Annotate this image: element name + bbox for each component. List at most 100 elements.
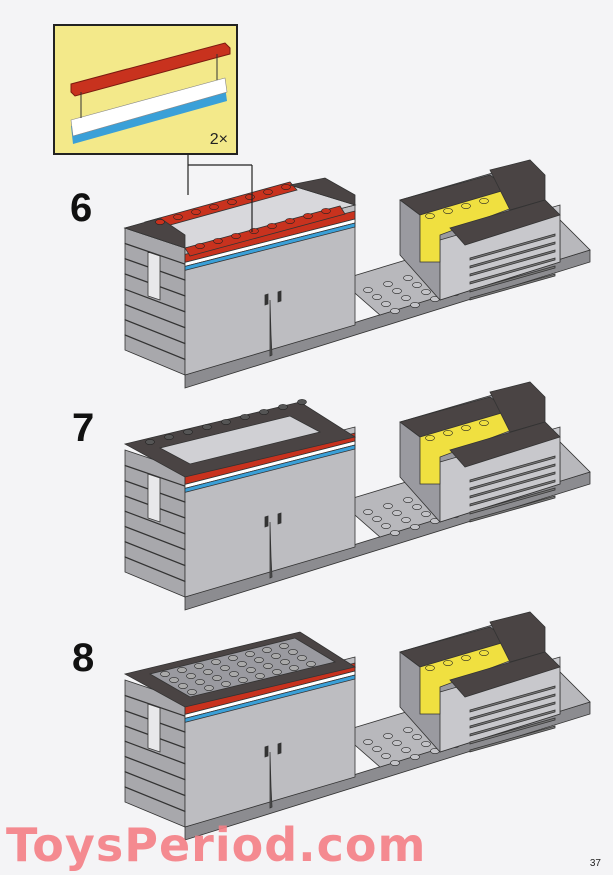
stud: [392, 288, 402, 294]
stud: [249, 228, 259, 234]
grille-line: [469, 495, 556, 523]
seat-side-bar: [449, 421, 561, 468]
grille-line: [469, 471, 556, 499]
stud: [267, 223, 277, 229]
stud: [272, 669, 282, 675]
model-step: [123, 159, 591, 389]
stud: [383, 733, 393, 739]
grille-line: [469, 725, 556, 753]
stud: [245, 194, 255, 200]
seat-armrest: [489, 381, 546, 433]
grille-line: [469, 479, 556, 507]
door-handle: [277, 512, 282, 525]
stud: [403, 727, 413, 733]
door-handle: [277, 290, 282, 303]
stud: [425, 665, 435, 671]
corner-plate: [289, 177, 356, 206]
stud: [238, 677, 248, 683]
step-number: 6: [70, 186, 93, 230]
stud: [288, 649, 298, 655]
stud: [255, 673, 265, 679]
stud: [381, 301, 391, 307]
stud: [403, 497, 413, 503]
stud: [401, 747, 411, 753]
window: [147, 473, 161, 523]
stud: [221, 681, 231, 687]
seat-armrest: [489, 611, 546, 663]
brick-line: [124, 540, 186, 567]
stud: [412, 282, 422, 288]
brick-line: [124, 740, 186, 765]
stud: [240, 414, 250, 420]
grille-line: [469, 685, 556, 713]
stud: [263, 663, 273, 669]
brick-line: [124, 556, 186, 583]
stud: [202, 424, 212, 430]
stud: [263, 189, 273, 195]
grille-line: [469, 717, 556, 745]
stud: [392, 740, 402, 746]
page-number: 37: [589, 858, 601, 869]
stud: [381, 523, 391, 529]
stud: [280, 659, 290, 665]
stud: [204, 685, 214, 691]
stud: [220, 665, 230, 671]
stud: [254, 657, 264, 663]
stud: [425, 213, 435, 219]
stud: [412, 734, 422, 740]
stud: [303, 213, 313, 219]
stud: [390, 530, 400, 536]
brick-line: [124, 510, 186, 535]
stud: [403, 275, 413, 281]
stud: [297, 655, 307, 661]
stud: [191, 209, 201, 215]
stud: [271, 653, 281, 659]
building-side: [124, 227, 186, 376]
stud: [285, 218, 295, 224]
stud: [231, 233, 241, 239]
stud: [213, 238, 223, 244]
door-handle: [264, 293, 269, 306]
sub-assembly-callout: 2×: [53, 24, 238, 155]
stud: [410, 754, 420, 760]
stud: [412, 504, 422, 510]
grille-line: [469, 257, 556, 285]
watermark: ToysPeriod.com: [6, 818, 427, 872]
door-divider: [269, 521, 273, 579]
stud: [227, 199, 237, 205]
stud: [164, 434, 174, 440]
stud: [306, 661, 316, 667]
stud: [155, 219, 165, 225]
stud: [372, 516, 382, 522]
quantity-label: 2×: [209, 131, 228, 148]
stud: [278, 404, 288, 410]
stud: [246, 667, 256, 673]
step-number: 7: [72, 406, 95, 450]
seat-side-bar: [449, 651, 561, 698]
brick-line: [124, 786, 186, 813]
stud: [363, 509, 373, 515]
stud: [195, 679, 205, 685]
roof-opening: [158, 415, 322, 465]
stud: [372, 746, 382, 752]
window: [147, 703, 161, 753]
stud: [443, 430, 453, 436]
stud: [169, 677, 179, 683]
door-divider: [269, 299, 273, 357]
grille-line: [469, 265, 556, 293]
stud: [259, 409, 269, 415]
stud: [392, 510, 402, 516]
grille-line: [469, 709, 556, 737]
stud: [145, 439, 155, 445]
grille-line: [469, 701, 556, 729]
stud: [401, 517, 411, 523]
stud: [289, 665, 299, 671]
stud: [262, 647, 272, 653]
seat-armrest: [489, 159, 546, 211]
seat-side-bar: [449, 199, 561, 246]
stud: [363, 287, 373, 293]
stud: [363, 739, 373, 745]
model-step: [123, 381, 591, 611]
stud: [237, 661, 247, 667]
